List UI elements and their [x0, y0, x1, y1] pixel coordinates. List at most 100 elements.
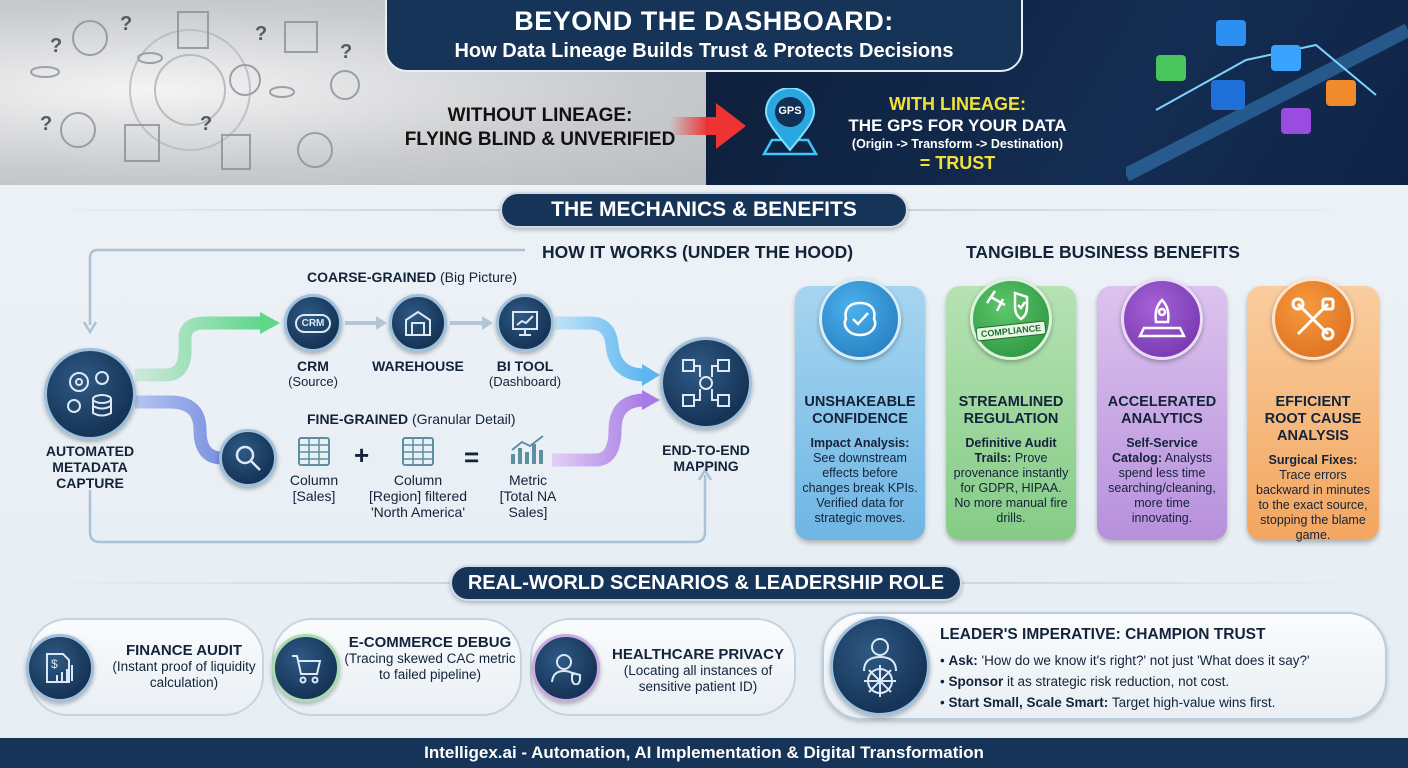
wrench-tools-icon [1272, 278, 1354, 360]
scenario-title: E-COMMERCE DEBUG [348, 634, 512, 651]
svg-text:?: ? [40, 113, 52, 135]
benefit-text: Analysts spend less time searching/clean… [1108, 451, 1216, 525]
magnifier-icon [219, 429, 277, 487]
plus-sign: + [354, 440, 370, 470]
scenario-desc: (Locating all instances of sensitive pat… [623, 663, 773, 694]
svg-text:?: ? [200, 113, 212, 135]
scenario-text: HEALTHCARE PRIVACY (Locating all instanc… [604, 646, 792, 695]
lineage-network-graphic [1126, 20, 1408, 182]
warehouse-label: WAREHOUSE [372, 358, 464, 374]
svg-text:?: ? [340, 41, 352, 63]
leader-text: LEADER'S IMPERATIVE: CHAMPION TRUST • As… [940, 626, 1380, 713]
how-it-works-heading: HOW IT WORKS (UNDER THE HOOD) [542, 242, 854, 262]
with-lineage-text: WITH LINEAGE: THE GPS FOR YOUR DATA (Ori… [835, 94, 1080, 174]
leader-imperative-card: LEADER'S IMPERATIVE: CHAMPION TRUST • As… [822, 612, 1387, 720]
gps-badge-text: GPS [778, 105, 802, 117]
bullet-lead: Sponsor [948, 674, 1004, 689]
benefits-heading: TANGIBLE BUSINESS BENEFITS [966, 242, 1240, 262]
bi-tool-title: BI TOOL [496, 358, 554, 374]
finance-chart-icon: $ [26, 634, 94, 702]
with-lineage-trust: = TRUST [919, 153, 996, 173]
bi-dashboard-icon [496, 294, 554, 352]
bullet-lead: Ask: [948, 653, 978, 668]
section-pill-scenarios: REAL-WORLD SCENARIOS & LEADERSHIP ROLE [450, 565, 962, 601]
without-lineage-title: WITHOUT LINEAGE: [447, 105, 633, 126]
crm-cloud-icon: CRM [284, 294, 342, 352]
benefit-lead: Definitive Audit Trails: [965, 436, 1057, 465]
benefit-card-root-cause: EFFICIENT ROOT CAUSE ANALYSIS Surgical F… [1247, 286, 1379, 543]
main-subtitle: How Data Lineage Builds Trust & Protects… [454, 40, 954, 62]
bullet-text: it as strategic risk reduction, not cost… [1003, 674, 1230, 689]
patient-shield-icon [532, 634, 600, 702]
footer-banner: Intelligex.ai - Automation, AI Implement… [0, 738, 1408, 768]
benefit-body: Impact Analysis: See downstream effects … [801, 436, 919, 526]
main-title: BEYOND THE DASHBOARD: [514, 6, 894, 36]
warehouse-icon [389, 294, 447, 352]
section-pill-mechanics: THE MECHANICS & BENEFITS [500, 192, 908, 228]
metric-title: Metric [508, 472, 548, 488]
column-sales-title: Column [289, 472, 339, 488]
coarse-grained-note: (Big Picture) [440, 269, 518, 285]
chaos-icons: ?????? [30, 11, 360, 170]
leader-title: LEADER'S IMPERATIVE: CHAMPION TRUST [940, 626, 1266, 643]
scenario-title: HEALTHCARE PRIVACY [612, 646, 784, 663]
shopping-cart-icon [272, 634, 340, 702]
benefit-lead: Self-Service Catalog: [1111, 436, 1198, 465]
fine-grained-note: (Granular Detail) [412, 411, 516, 427]
bi-tool-label: BI TOOL(Dashboard) [480, 358, 570, 389]
compliance-gavel-icon [970, 278, 1052, 360]
leader-bullet: • Start Small, Scale Smart: Target high-… [940, 695, 1276, 710]
fine-grained-title: FINE-GRAINED [307, 411, 409, 427]
without-lineage-subtitle: FLYING BLIND & UNVERIFIED [404, 129, 676, 150]
metadata-capture-label: AUTOMATED METADATA CAPTURE [45, 443, 135, 491]
flow-connectors [82, 248, 713, 544]
red-arrow-icon [670, 103, 746, 149]
column-table-icon [298, 437, 330, 466]
leader-ship-wheel-icon [830, 616, 930, 716]
with-lineage-title: WITH LINEAGE: [889, 94, 1026, 114]
leader-bullet: • Sponsor it as strategic risk reduction… [940, 674, 1230, 689]
bullet-text: Target high-value wins first. [1108, 695, 1276, 710]
benefit-title: EFFICIENT ROOT CAUSE ANALYSIS [1264, 394, 1362, 444]
metadata-capture-icon [44, 348, 136, 440]
crm-subtitle: (Source) [288, 374, 338, 389]
scenario-text: E-COMMERCE DEBUG (Tracing skewed CAC met… [344, 634, 516, 683]
scenario-text: FINANCE AUDIT (Instant proof of liquidit… [110, 642, 258, 691]
benefit-text: Trace errors backward in minutes to the … [1256, 468, 1370, 542]
scenario-title: FINANCE AUDIT [125, 642, 243, 659]
bullet-lead: Start Small, Scale Smart: [948, 695, 1109, 710]
coarse-grained-title: COARSE-GRAINED [307, 269, 437, 285]
benefit-title: UNSHAKEABLE CONFIDENCE [804, 394, 916, 427]
svg-text:?: ? [50, 35, 62, 57]
with-lineage-panel [706, 0, 1408, 185]
benefit-title: STREAMLINED REGULATION [958, 394, 1064, 427]
metric-label: Metric[Total NA Sales] [490, 472, 566, 520]
column-table-icon [402, 437, 434, 466]
column-region-title: Column [393, 472, 443, 488]
brain-check-icon [819, 278, 901, 360]
crm-title: CRM [297, 358, 329, 374]
equals-sign: = [464, 442, 480, 472]
benefit-lead: Surgical Fixes: [1268, 453, 1358, 467]
metric-chart-icon [511, 435, 544, 464]
column-region-label: Column[Region] filtered 'North America' [368, 472, 468, 520]
bullet-text: 'How do we know it's right?' not just 'W… [977, 653, 1310, 668]
fine-grained-label: FINE-GRAINED (Granular Detail) [307, 411, 516, 427]
benefit-card-analytics: ACCELERATED ANALYTICS Self-Service Catal… [1097, 286, 1227, 540]
rocket-laptop-icon [1121, 278, 1203, 360]
benefit-body: Self-Service Catalog: Analysts spend les… [1103, 436, 1221, 526]
benefit-text: Prove provenance instantly for GDPR, HIP… [953, 451, 1069, 525]
metric-subtitle: [Total NA Sales] [499, 488, 557, 520]
coarse-grained-label: COARSE-GRAINED (Big Picture) [307, 269, 517, 285]
with-lineage-subtitle: THE GPS FOR YOUR DATA [848, 116, 1067, 135]
benefit-title: ACCELERATED ANALYTICS [1107, 394, 1217, 427]
bi-tool-subtitle: (Dashboard) [488, 374, 562, 389]
title-banner: BEYOND THE DASHBOARD: How Data Lineage B… [385, 0, 1023, 72]
benefit-card-confidence: UNSHAKEABLE CONFIDENCE Impact Analysis: … [795, 286, 925, 540]
column-region-subtitle: [Region] filtered 'North America' [368, 488, 468, 520]
crm-label: CRM(Source) [273, 358, 353, 389]
column-sales-subtitle: [Sales] [292, 488, 336, 504]
benefit-body: Definitive Audit Trails: Prove provenanc… [952, 436, 1070, 526]
benefit-body: Surgical Fixes: Trace errors backward in… [1253, 453, 1373, 543]
end-to-end-mapping-icon [660, 337, 752, 429]
